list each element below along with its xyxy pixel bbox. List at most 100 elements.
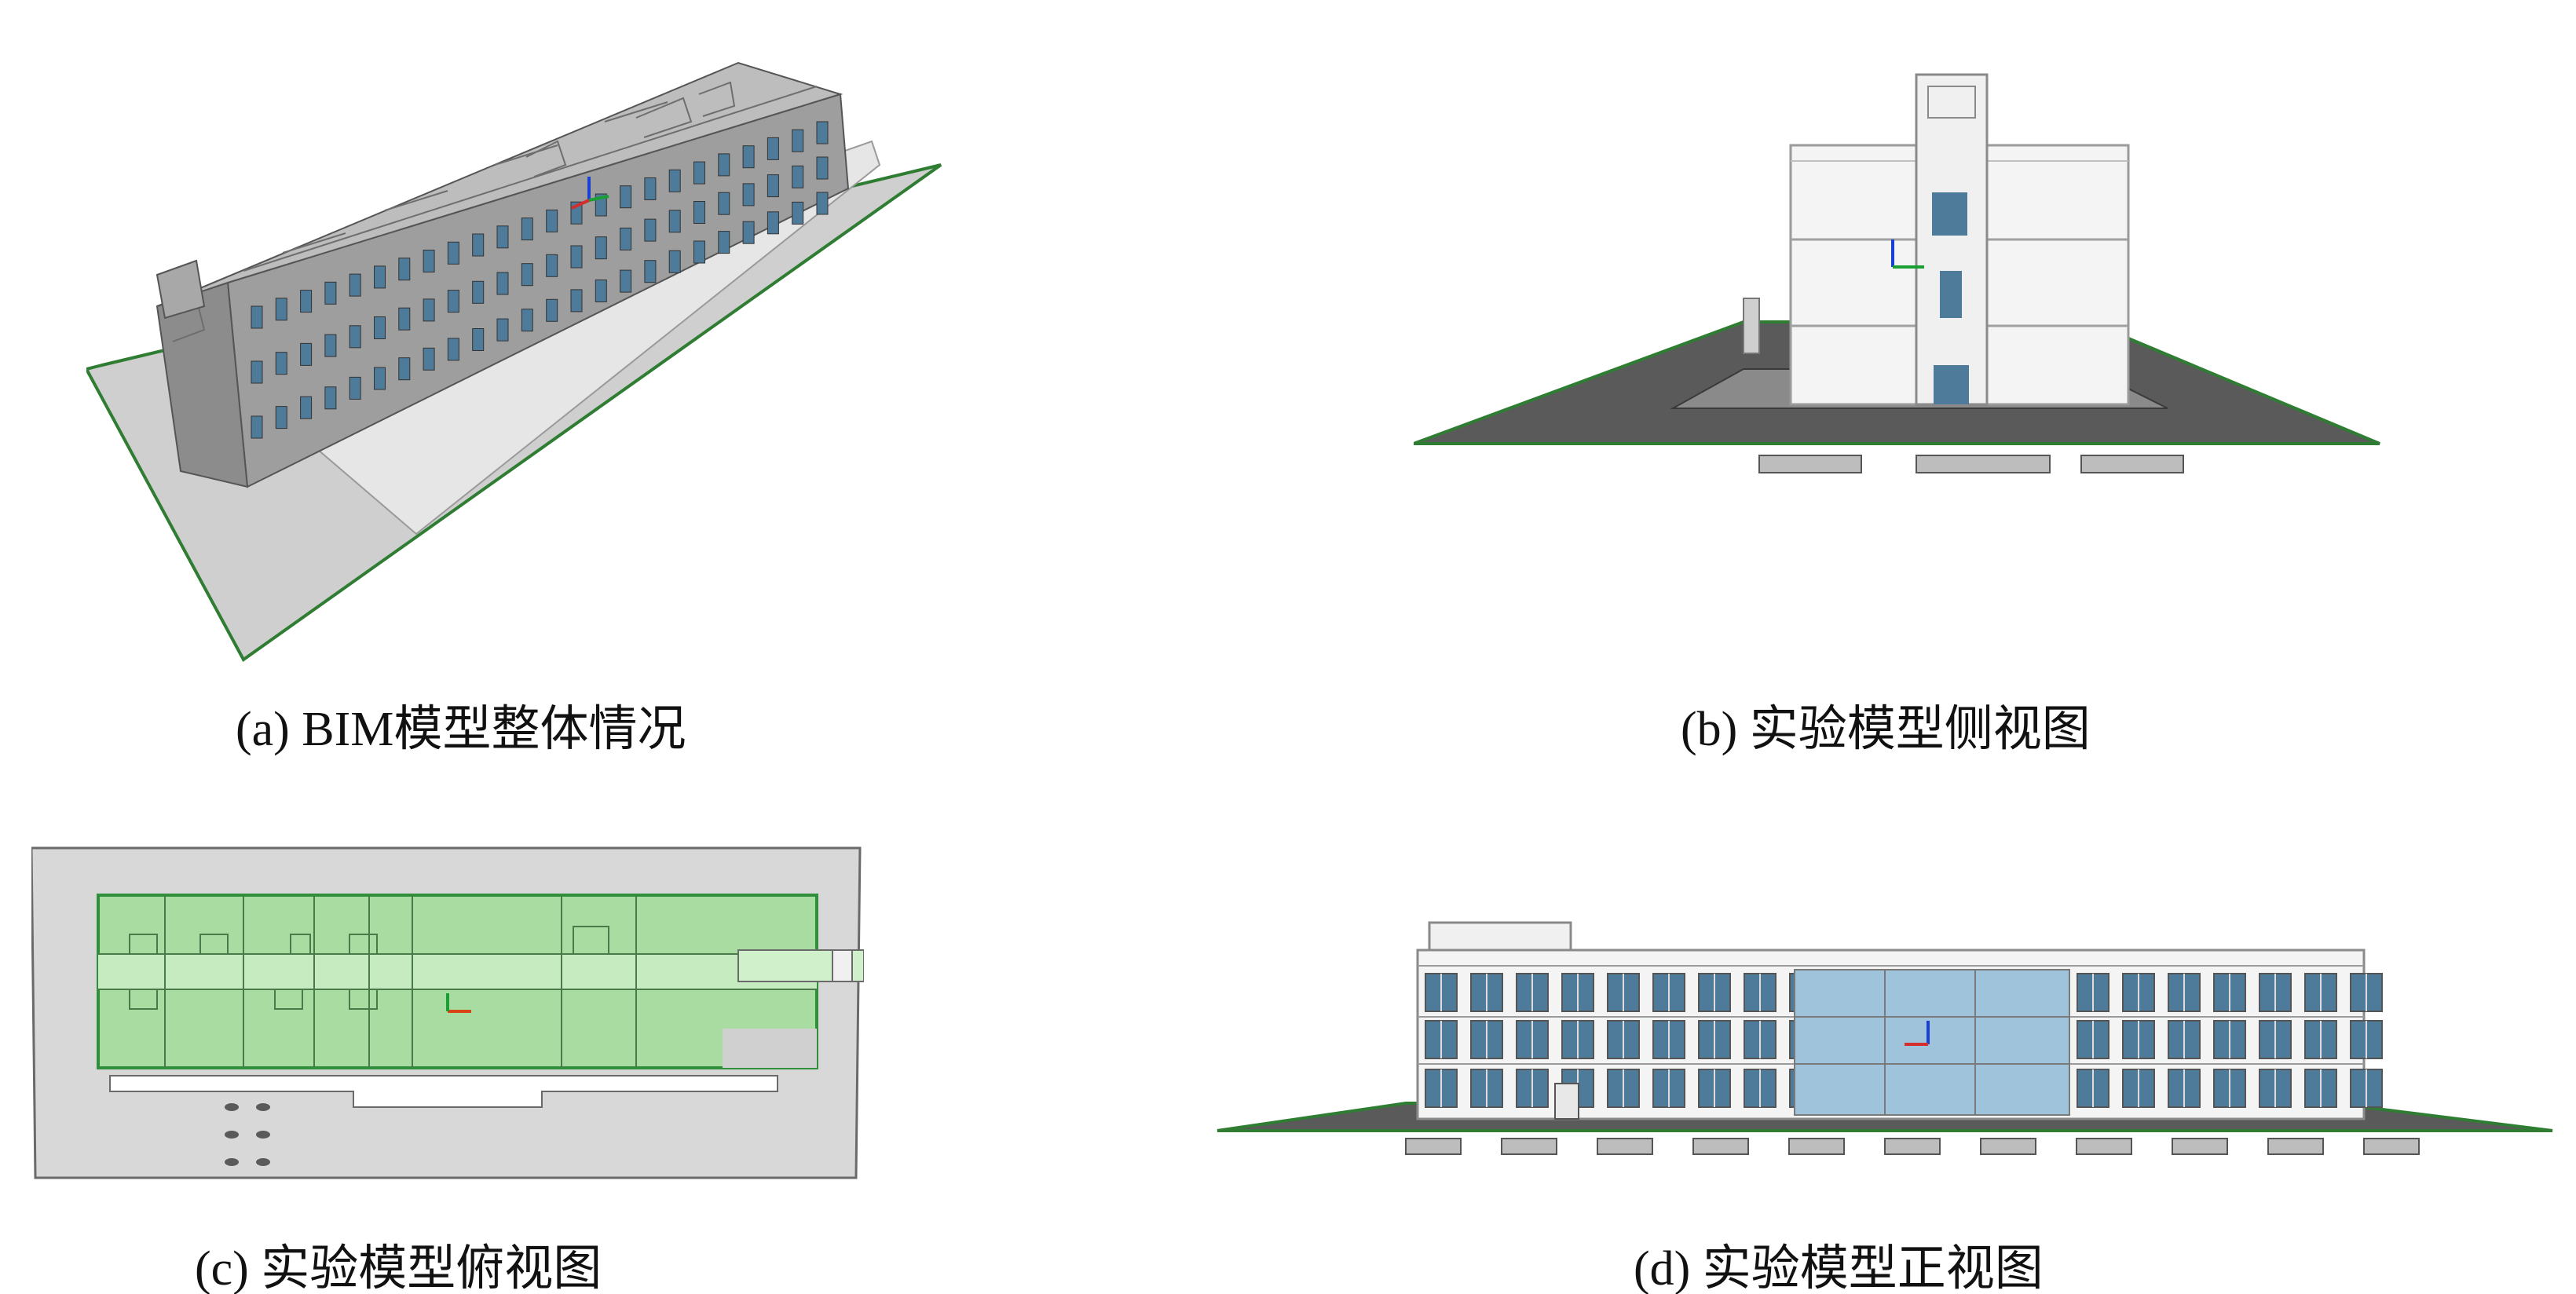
window: [472, 328, 485, 351]
window: [570, 245, 583, 269]
axis-gizmo-icon: [1891, 239, 1924, 269]
footing-dots: [225, 1103, 270, 1166]
caption-panel-b: (b) 实验模型侧视图: [1681, 703, 2091, 756]
window: [620, 227, 632, 250]
footing: [1597, 1138, 1653, 1155]
window: [792, 165, 804, 188]
tower-window: [1932, 192, 1967, 236]
window: [693, 201, 705, 224]
footing: [1692, 1138, 1749, 1155]
panel-b-side-view: [1414, 63, 2395, 487]
window: [275, 352, 287, 375]
window: [546, 254, 558, 277]
facade-windows: [1425, 973, 2383, 1120]
window: [816, 121, 829, 144]
footing: [1405, 1138, 1462, 1155]
panel-a-bim-overview: [86, 47, 958, 667]
footings: [1758, 455, 2184, 473]
window: [398, 258, 411, 281]
window: [546, 209, 558, 232]
window: [349, 273, 361, 297]
window: [767, 211, 779, 235]
window: [447, 241, 459, 265]
window: [423, 250, 435, 272]
window: [620, 185, 632, 209]
roof-partitions: [164, 81, 818, 342]
facade-windows: [251, 121, 829, 439]
side-view-drawing: [1414, 73, 2380, 473]
roof-structure: [1428, 921, 1572, 952]
caption-panel-c: (c) 实验模型俯视图: [195, 1242, 602, 1294]
footing: [2076, 1138, 2132, 1155]
window: [644, 177, 657, 200]
window: [767, 174, 779, 198]
panel-d-front-view: [1209, 903, 2568, 1170]
window: [595, 280, 607, 302]
bim-isometric-drawing: [86, 61, 942, 662]
window: [300, 396, 313, 419]
footing: [2363, 1138, 2420, 1155]
window: [718, 231, 730, 254]
window: [668, 250, 681, 273]
window: [374, 316, 386, 339]
footing: [1501, 1138, 1557, 1155]
window: [816, 192, 829, 215]
window: [718, 153, 730, 177]
window: [349, 325, 361, 349]
window: [792, 201, 804, 225]
top-view-drawing: [31, 846, 864, 1179]
axis-gizmo-icon: [571, 177, 609, 210]
window: [742, 145, 755, 169]
footings: [1405, 1138, 2420, 1155]
window: [521, 263, 533, 287]
window: [718, 192, 730, 215]
window: [644, 218, 657, 242]
axis-gizmo-icon: [1905, 1021, 1930, 1046]
window: [668, 169, 681, 192]
curtain-wall-mullions: [1795, 970, 2069, 1115]
window: [300, 342, 313, 366]
window: [546, 298, 558, 322]
room-divisions: [164, 895, 637, 1068]
window: [496, 318, 509, 342]
tower-door: [1934, 365, 1969, 404]
window: [644, 260, 657, 283]
window: [693, 161, 705, 185]
window: [398, 307, 411, 331]
footing: [1884, 1138, 1941, 1155]
window: [374, 367, 386, 390]
footing: [2172, 1138, 2228, 1155]
tower-window: [1940, 271, 1962, 318]
window: [374, 265, 386, 289]
window: [423, 298, 435, 322]
window: [742, 221, 755, 244]
window: [570, 289, 583, 313]
axis-gizmo-icon: [446, 993, 471, 1013]
window: [792, 129, 804, 152]
window: [767, 137, 779, 160]
footing: [1980, 1138, 2036, 1155]
window: [496, 225, 509, 249]
window: [251, 360, 263, 384]
window: [398, 357, 411, 381]
panel-c-top-view: [31, 840, 864, 1186]
window: [668, 210, 681, 233]
window: [693, 240, 705, 264]
stair-tower: [1915, 73, 1989, 406]
window: [300, 290, 313, 313]
entrance-door: [1554, 1083, 1579, 1120]
stair-tower: [156, 259, 206, 320]
window: [324, 281, 337, 305]
footing-strip: [109, 1075, 778, 1108]
window: [816, 156, 829, 180]
window: [742, 183, 755, 207]
window: [447, 290, 459, 313]
window: [496, 272, 509, 295]
window: [620, 269, 632, 293]
building-roof: [156, 61, 843, 307]
window: [324, 334, 337, 357]
caption-panel-a: (a) BIM模型整体情况: [236, 703, 686, 756]
footing: [1788, 1138, 1845, 1155]
front-view-drawing: [1217, 921, 2553, 1155]
